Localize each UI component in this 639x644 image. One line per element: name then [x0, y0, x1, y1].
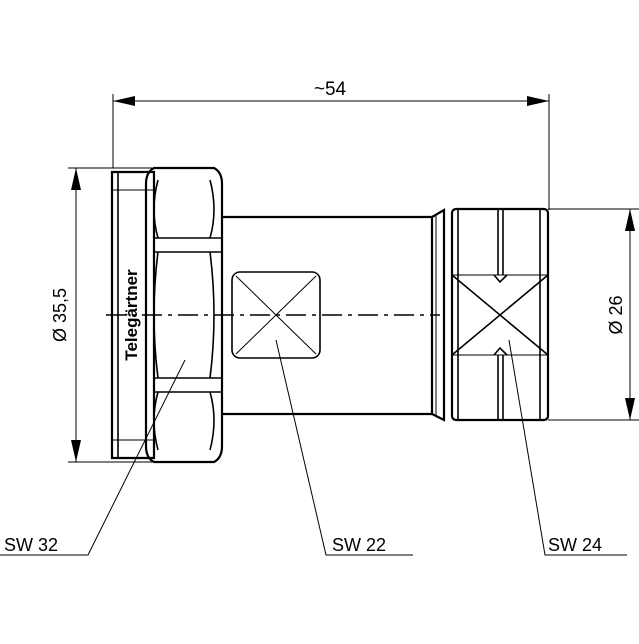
- coupling-nut: Telegärtner: [110, 166, 224, 464]
- arrow-bottom: [625, 398, 635, 420]
- callout-sw32-label: SW 32: [4, 535, 58, 555]
- nut-diameter-label: Ø 35,5: [50, 288, 70, 342]
- body-diameter-label: Ø 26: [606, 295, 626, 334]
- connector-body: [222, 208, 446, 422]
- rear-nut: [450, 207, 550, 422]
- nut-diameter-dimension: Ø 35,5: [50, 167, 152, 463]
- length-dimension: ~54: [112, 79, 550, 210]
- manufacturer-logo: Telegärtner: [122, 269, 141, 361]
- arrow-top: [71, 168, 81, 190]
- callout-sw22-label: SW 22: [332, 535, 386, 555]
- leader-sw32: [0, 359, 186, 556]
- body-step: [430, 208, 446, 422]
- callout-sw24: SW 24: [508, 339, 627, 556]
- nut-flange: [110, 170, 156, 460]
- arrow-bottom: [71, 440, 81, 462]
- callout-sw32: SW 32: [0, 359, 186, 556]
- arrow-right: [527, 96, 549, 106]
- arrow-top: [625, 209, 635, 231]
- callout-sw24-label: SW 24: [548, 535, 602, 555]
- length-label: ~54: [314, 79, 347, 100]
- rear-nut-body: [450, 207, 550, 422]
- callout-sw22: SW 22: [275, 339, 413, 556]
- arrow-left: [113, 96, 135, 106]
- nut-hex-body: [144, 166, 224, 464]
- leader-sw22: [275, 339, 413, 556]
- leader-sw24: [508, 339, 627, 556]
- body-diameter-dimension: Ø 26: [548, 208, 639, 421]
